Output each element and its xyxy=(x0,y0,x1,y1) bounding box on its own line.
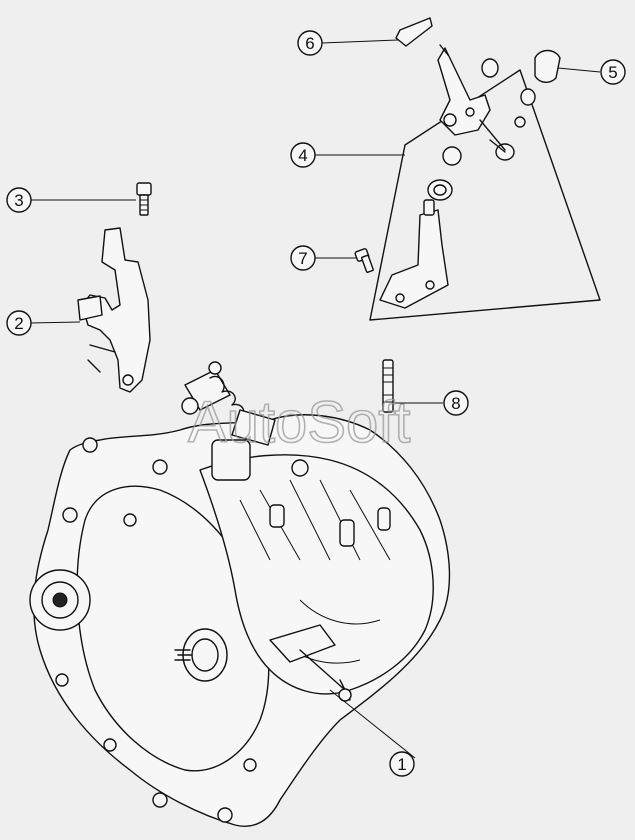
callout-2-label: 2 xyxy=(14,314,23,333)
transmission-assembly xyxy=(29,414,451,827)
part-2-bracket xyxy=(77,227,151,393)
callout-6: 6 xyxy=(297,30,323,56)
part-4-assembly xyxy=(369,44,601,321)
part-6-clip xyxy=(395,17,433,47)
side-bearing xyxy=(29,569,91,631)
callout-4-label: 4 xyxy=(298,146,307,165)
callout-7-label: 7 xyxy=(298,249,307,268)
callout-7: 7 xyxy=(290,245,316,271)
part-5-cap xyxy=(534,49,561,83)
callout-1: 1 xyxy=(389,751,415,777)
callout-1-label: 1 xyxy=(397,755,406,774)
watermark-text: AutoSoft xyxy=(188,390,410,455)
part-3-bolt xyxy=(136,182,152,216)
input-shaft xyxy=(174,628,228,682)
callout-4: 4 xyxy=(290,142,316,168)
callout-5-label: 5 xyxy=(608,63,617,82)
callout-8-label: 8 xyxy=(451,394,460,413)
callout-6-label: 6 xyxy=(305,34,314,53)
leader-lines xyxy=(29,39,601,759)
callout-3-label: 3 xyxy=(14,191,23,210)
part-8-stud xyxy=(382,359,394,413)
callout-3: 3 xyxy=(6,187,32,213)
shift-spring-linkage xyxy=(181,361,276,446)
part-7-bolt xyxy=(354,248,374,273)
callout-8: 8 xyxy=(443,390,469,416)
case-bosses xyxy=(211,439,391,547)
callout-2: 2 xyxy=(6,310,32,336)
callout-5: 5 xyxy=(600,59,626,85)
